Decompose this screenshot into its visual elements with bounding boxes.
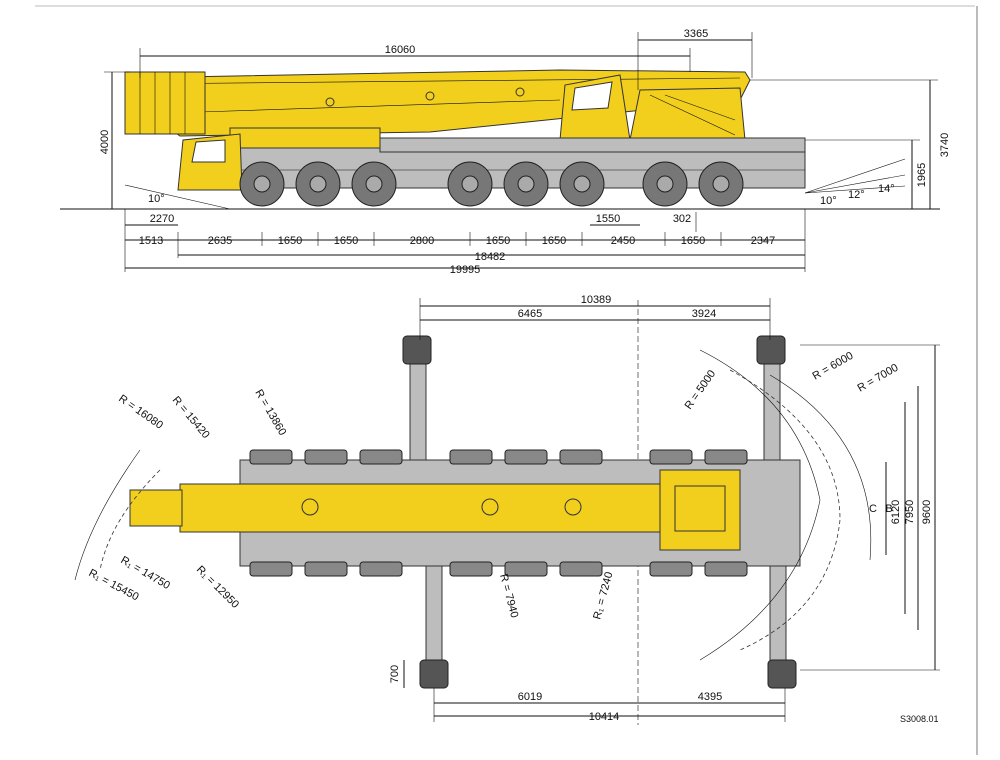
radius-7240: R₁ = 7240 — [591, 571, 615, 621]
plan-dim-outrigger-pad: 700 — [389, 665, 401, 683]
radius-13860: R = 13860 — [252, 388, 288, 438]
plan-dim-c: C — [869, 503, 877, 515]
plan-dim-top-total: 10389 — [581, 294, 612, 306]
side-view: 16060 3365 4000 3740 1965 10° 10° 12° 14… — [60, 28, 951, 276]
dim-total-height: 4000 — [99, 130, 111, 154]
boom-plan — [129, 469, 741, 551]
dim-wheelbase-total: 18482 — [475, 251, 506, 263]
plan-view: R = 16080 R = 15420 R = 13860 R₁ = 14750… — [74, 294, 940, 725]
angle-rear-12: 12° — [848, 189, 865, 201]
dim-axle-offset: 1550 — [596, 213, 620, 225]
plan-dim-7950: 7950 — [904, 500, 916, 524]
radius-15420: R = 15420 — [170, 394, 212, 441]
axle-spacing-9: 1650 — [681, 235, 705, 247]
axle-spacing-8: 2450 — [611, 235, 635, 247]
axle-spacing-6: 1650 — [486, 235, 510, 247]
dim-overall-length: 19995 — [450, 264, 481, 276]
plan-dim-top-left: 6465 — [518, 308, 542, 320]
radius-5000: R = 5000 — [683, 368, 719, 412]
axle-spacing-4: 1650 — [334, 235, 358, 247]
dim-height-mid: 1965 — [916, 163, 928, 187]
plan-dim-bottom-total: 10414 — [589, 711, 620, 723]
plan-dim-top-right: 3924 — [692, 308, 716, 320]
driver-cab — [177, 133, 243, 191]
dim-boom-length: 16060 — [385, 44, 416, 56]
angle-rear-10: 10° — [820, 195, 837, 207]
axle-spacing-10: 2347 — [751, 235, 775, 247]
plan-dim-b: B — [885, 503, 892, 515]
axle-spacing-7: 1650 — [542, 235, 566, 247]
radius-16080: R = 16080 — [116, 393, 165, 432]
plan-dim-9600: 9600 — [921, 500, 933, 524]
angle-front: 10° — [148, 193, 165, 205]
axle-spacing-2: 2635 — [208, 235, 232, 247]
axle-spacing-5: 2800 — [410, 235, 434, 247]
drawing-reference: S3008.01 — [900, 714, 939, 724]
radius-6000: R = 6000 — [811, 350, 856, 383]
outriggers — [402, 335, 797, 689]
axle-spacing-row: 1513 2635 1650 1650 2800 1650 1650 2450 … — [124, 209, 806, 272]
plan-dim-6120: 6120 — [890, 500, 902, 524]
axle-spacing-3: 1650 — [278, 235, 302, 247]
dim-rear-overhang: 3365 — [684, 28, 708, 40]
dim-height-right: 3740 — [939, 133, 951, 157]
dim-clearance: 302 — [673, 213, 691, 225]
radius-12950: R₁ = 12950 — [194, 564, 241, 611]
axle-spacing-1: 1513 — [139, 235, 163, 247]
crane-cab — [559, 74, 746, 141]
wheels — [239, 161, 744, 207]
dim-front-overhang: 2270 — [150, 213, 174, 225]
radius-7000: R = 7000 — [856, 362, 901, 395]
plan-dim-bottom-right: 4395 — [698, 691, 722, 703]
wheels-plan — [249, 449, 748, 577]
radius-7940: R = 7940 — [497, 573, 520, 620]
plan-dim-bottom-left: 6019 — [518, 691, 542, 703]
angle-rear-14: 14° — [878, 183, 895, 195]
